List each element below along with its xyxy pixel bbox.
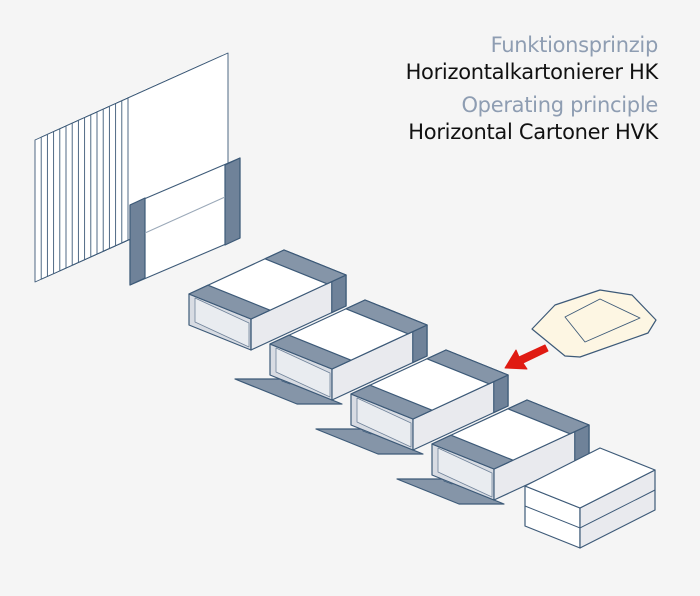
- carton-2-top-band-right: [345, 299, 428, 335]
- carton-2-top-band-left: [269, 334, 352, 370]
- carton-3-interior: [356, 397, 412, 448]
- german-machine-name: Horizontalkartonierer HK: [405, 60, 659, 84]
- carton-1-top-band-right: [264, 249, 347, 285]
- carton-1-top-band-left: [188, 284, 271, 320]
- closed-carton-top: [524, 447, 656, 509]
- carton-4-top-band-right: [507, 399, 590, 435]
- carton-1-interior: [194, 297, 250, 348]
- product-pouch-top: [564, 298, 641, 343]
- german-heading: Funktionsprinzip: [490, 33, 659, 57]
- carton-2-interior: [275, 347, 331, 398]
- blank-fold-line: [144, 196, 226, 234]
- english-heading: Operating principle: [461, 93, 658, 117]
- blank-glue-flap: [224, 157, 241, 246]
- carton-3-top-band-right: [426, 349, 509, 385]
- carton-3-top-band-left: [350, 384, 433, 420]
- carton-4-top-band-left: [431, 434, 514, 470]
- blank-glue-flap: [129, 197, 146, 286]
- feed-arrow-icon: [504, 344, 549, 370]
- carton-4-interior: [437, 447, 493, 498]
- english-machine-name: Horizontal Cartoner HVK: [408, 120, 658, 144]
- closed-carton-seam: [524, 489, 656, 529]
- title-block: Funktionsprinzip Horizontalkartonierer H…: [405, 32, 659, 152]
